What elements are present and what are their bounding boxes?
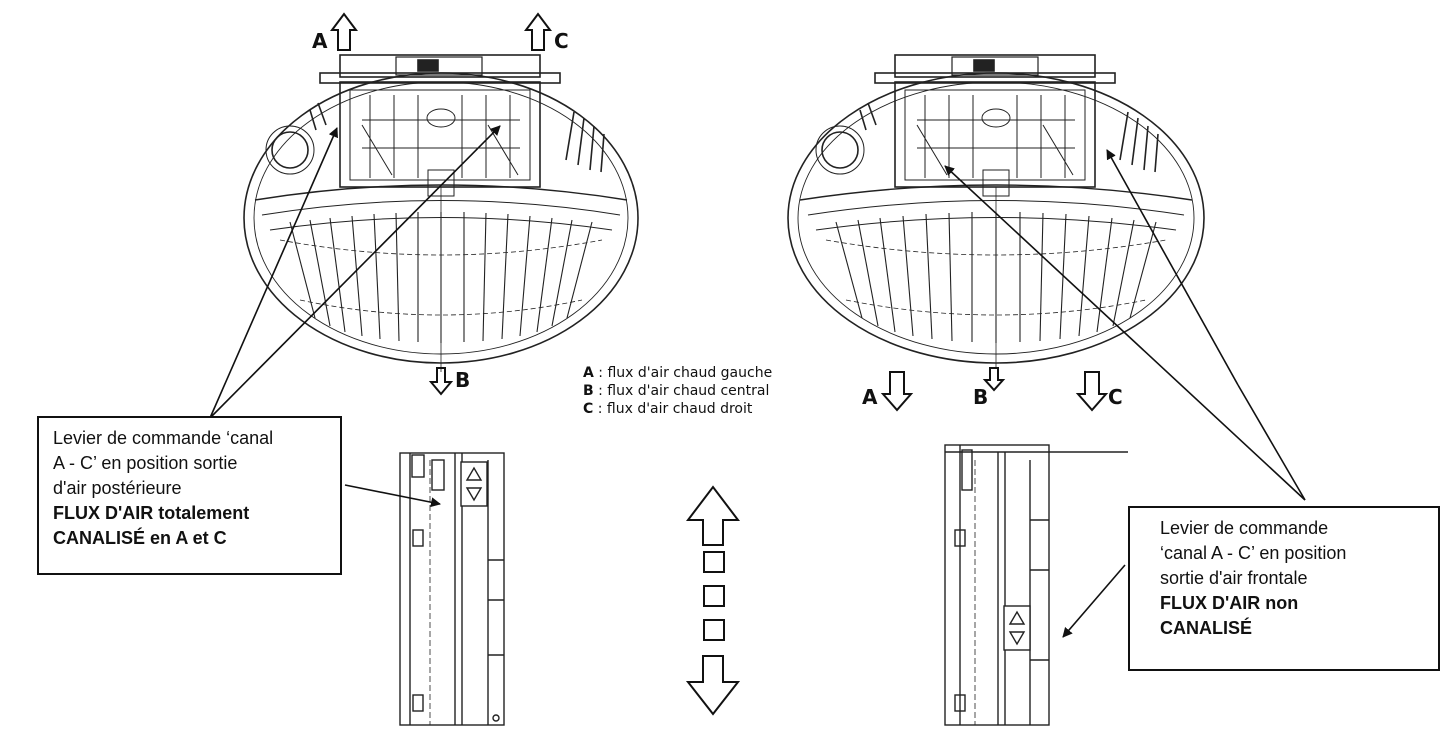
arrow-down-b-left bbox=[428, 367, 454, 396]
callout-left-line-3: d'air postérieure bbox=[53, 478, 182, 498]
callout-right-bold-2: CANALISÉ bbox=[1160, 618, 1253, 638]
legend-row-b: B : flux d'air chaud central bbox=[583, 383, 770, 399]
label-a-left: A bbox=[312, 29, 328, 53]
label-c-right: C bbox=[1108, 385, 1123, 409]
callout-right-line-2: ‘canal A - C’ en position bbox=[1160, 543, 1347, 563]
legend-row-a: A : flux d'air chaud gauche bbox=[583, 365, 773, 381]
filter-grid-right bbox=[916, 95, 1075, 197]
callout-right-bold-1: FLUX D'AIR non bbox=[1160, 593, 1299, 613]
label-b-right: B bbox=[973, 385, 988, 409]
callout-left-line-1: Levier de commande ‘canal bbox=[53, 428, 274, 448]
callout-left-line-2: A - C’ en position sortie bbox=[53, 453, 238, 473]
lever-detail-left bbox=[399, 452, 505, 726]
device-right-top-view bbox=[787, 54, 1205, 368]
callout-rear-outlet: Levier de commande ‘canal A - C’ en posi… bbox=[37, 416, 342, 575]
arrow-down-c-right bbox=[1075, 371, 1109, 412]
callout-left-bold-1: FLUX D'AIR totalement bbox=[53, 503, 250, 523]
arrow-down-b-right bbox=[982, 367, 1006, 392]
lever-slider-right bbox=[1003, 605, 1031, 651]
lever-slider-left bbox=[460, 461, 488, 507]
callout-front-outlet: Levier de commande ‘canal A - C’ en posi… bbox=[1128, 506, 1440, 671]
flow-legend: A : flux d'air chaud gauche B : flux d'a… bbox=[583, 364, 772, 418]
callout-right-line-3: sortie d'air frontale bbox=[1160, 568, 1308, 588]
arrow-up-a-left bbox=[330, 12, 358, 51]
lever-detail-right bbox=[944, 444, 1128, 726]
label-c-left: C bbox=[554, 29, 569, 53]
callout-pointers bbox=[209, 125, 1306, 638]
legend-row-c: C : flux d'air chaud droit bbox=[583, 401, 753, 417]
lever-travel-arrow bbox=[685, 485, 741, 716]
callout-left-bold-2: CANALISÉ en A et C bbox=[53, 528, 227, 548]
callout-right-line-1: Levier de commande bbox=[1160, 518, 1329, 538]
airflow-arrows bbox=[330, 12, 1109, 412]
arrow-down-a-right bbox=[880, 371, 914, 412]
filter-grid-left bbox=[361, 95, 520, 197]
label-b-left: B bbox=[455, 368, 470, 392]
arrow-up-c-left bbox=[524, 12, 552, 51]
label-a-right: A bbox=[862, 385, 878, 409]
